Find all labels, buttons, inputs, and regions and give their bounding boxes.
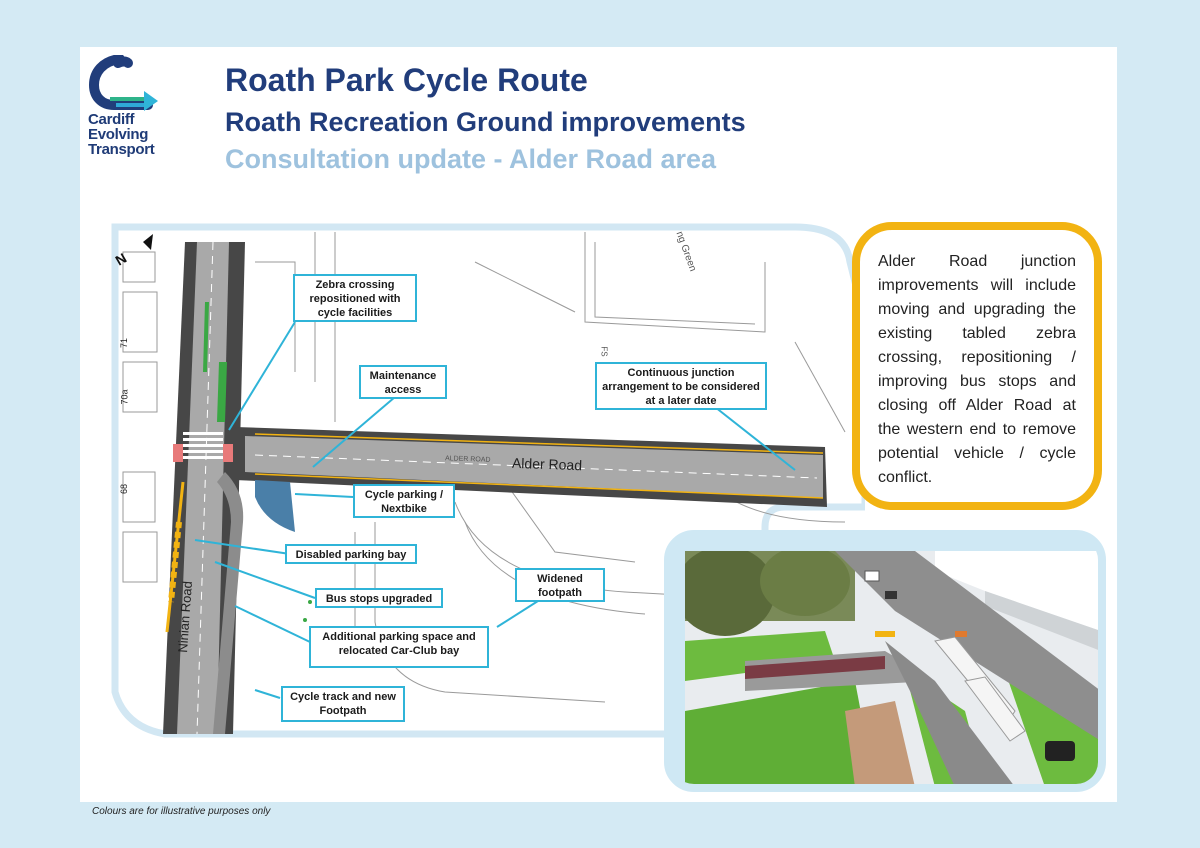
visualisation-image: [685, 551, 1098, 784]
house-number-68: 68: [119, 483, 130, 495]
callout-disabled-parking: Disabled parking bay: [285, 544, 417, 564]
fs-label: FS: [599, 346, 609, 357]
logo-text: Cardiff Evolving Transport: [88, 111, 155, 158]
page-title: Roath Park Cycle Route: [225, 62, 588, 98]
logo-line-2: Evolving: [88, 126, 149, 143]
callout-cycle-parking: Cycle parking / Nextbike: [353, 484, 455, 518]
callout-continuous-junction: Continuous junction arrangement to be co…: [595, 362, 767, 410]
house-number-70a: 70a: [119, 389, 130, 405]
info-text: Alder Road junction improvements will in…: [878, 253, 1076, 486]
callout-widened-footpath: Widened footpath: [515, 568, 605, 602]
logo-line-1: Cardiff: [88, 111, 135, 128]
render-frame: [664, 530, 1106, 792]
logo-line-3: Transport: [88, 141, 155, 158]
road-label-alder: Alder Road: [511, 454, 583, 474]
callout-zebra-crossing: Zebra crossing repositioned with cycle f…: [293, 274, 417, 322]
info-box: Alder Road junction improvements will in…: [852, 222, 1102, 510]
callout-maintenance-access: Maintenance access: [359, 365, 447, 399]
page-subtitle-consultation: Consultation update - Alder Road area: [225, 144, 717, 174]
page-subtitle: Roath Recreation Ground improvements: [225, 107, 746, 137]
callout-cycle-track: Cycle track and new Footpath: [281, 686, 405, 722]
route-map: N Alder Road ALDER ROAD Ninian Road 71 7…: [105, 222, 869, 740]
house-number-71: 71: [119, 337, 130, 349]
callout-parking-space: Additional parking space and relocated C…: [309, 626, 489, 668]
cardiff-evolving-transport-logo: [88, 55, 158, 111]
callout-bus-stops: Bus stops upgraded: [315, 588, 443, 608]
footnote: Colours are for illustrative purposes on…: [92, 806, 271, 817]
